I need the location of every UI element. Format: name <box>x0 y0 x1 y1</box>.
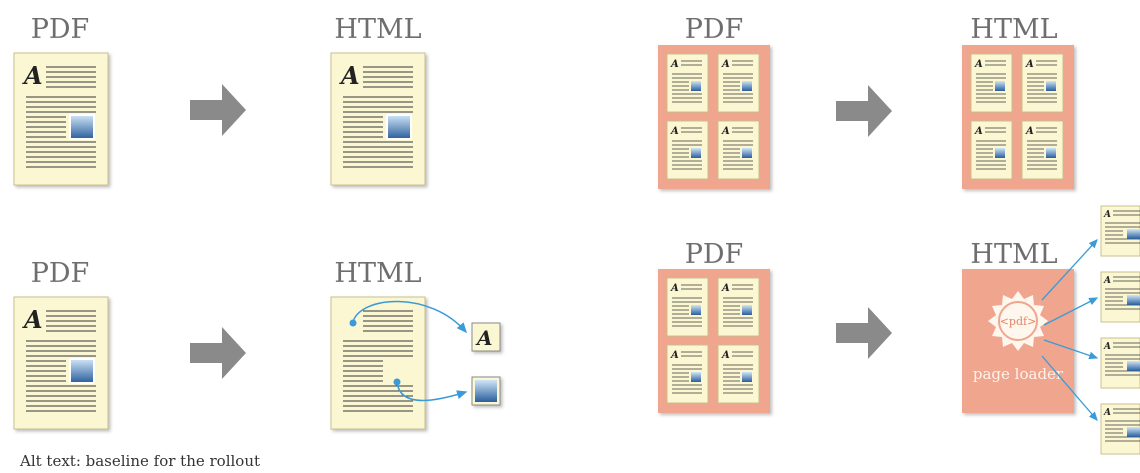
image-icon <box>995 81 1005 91</box>
pdf-document-frame: A A A A <box>658 45 770 189</box>
svg-text:A: A <box>1103 342 1111 352</box>
mini-page: A <box>666 120 709 180</box>
pdf-document-frame: A A A A <box>658 269 770 413</box>
image-icon <box>995 148 1005 158</box>
loader-arrows <box>1041 239 1099 421</box>
image-icon <box>691 372 701 382</box>
svg-text:A: A <box>1103 276 1111 286</box>
svg-text:A: A <box>1103 210 1111 220</box>
arrow-right-icon <box>836 85 892 137</box>
mini-page: A <box>717 53 760 113</box>
svg-text:A: A <box>721 283 730 294</box>
page-loader-label: page loader <box>973 365 1064 383</box>
mini-page: A <box>1021 120 1064 180</box>
svg-text:A: A <box>721 59 730 70</box>
pdf-label: PDF <box>31 14 90 45</box>
image-extract-arrow <box>396 381 468 402</box>
image-icon <box>69 114 95 140</box>
image-icon <box>1127 229 1140 239</box>
image-icon <box>742 372 752 382</box>
mini-page: A <box>1021 53 1064 113</box>
image-icon <box>742 305 752 315</box>
arrow-right-icon <box>190 327 246 379</box>
mini-page: A <box>717 277 760 337</box>
output-page-thumb: A <box>1100 205 1140 257</box>
glyph-a-icon: A <box>22 305 43 334</box>
glyph-a-icon: A <box>22 61 43 90</box>
pdf-label: PDF <box>31 258 90 289</box>
image-icon <box>1127 427 1140 437</box>
mini-page: A <box>970 120 1013 180</box>
pdf-page: A <box>13 296 109 430</box>
pdf-page: A <box>13 52 109 186</box>
page-loader-box: <pdf> page loader <box>962 269 1074 413</box>
svg-text:A: A <box>974 59 983 70</box>
image-icon <box>742 148 752 158</box>
html-label: HTML <box>970 239 1057 270</box>
svg-text:A: A <box>1025 59 1034 70</box>
svg-text:A: A <box>670 283 679 294</box>
mini-page: A <box>717 344 760 404</box>
image-icon <box>691 81 701 91</box>
svg-text:A: A <box>1103 408 1111 418</box>
mini-page: A <box>666 277 709 337</box>
svg-text:A: A <box>670 59 679 70</box>
pdf-badge-label: <pdf> <box>1000 315 1037 328</box>
mini-page: A <box>666 344 709 404</box>
pdf-label: PDF <box>685 239 744 270</box>
html-page: A <box>330 52 426 186</box>
image-icon <box>691 305 701 315</box>
mini-page: A <box>666 53 709 113</box>
image-icon <box>1046 81 1056 91</box>
glyph-anchor-dot <box>349 319 357 327</box>
html-label: HTML <box>334 14 421 45</box>
svg-text:A: A <box>670 126 679 137</box>
svg-text:A: A <box>974 126 983 137</box>
pdf-label: PDF <box>685 14 744 45</box>
svg-text:A: A <box>670 350 679 361</box>
image-icon <box>69 358 95 384</box>
image-icon <box>1127 361 1140 371</box>
image-icon <box>742 81 752 91</box>
extracted-font-tile: A <box>471 322 501 352</box>
html-page-text-only <box>330 296 426 430</box>
svg-text:A: A <box>721 350 730 361</box>
svg-text:A: A <box>721 126 730 137</box>
arrow-right-icon <box>836 307 892 359</box>
html-document-frame: A A A A <box>962 45 1074 189</box>
output-page-thumb: A <box>1100 337 1140 389</box>
html-label: HTML <box>970 14 1057 45</box>
svg-text:A: A <box>1025 126 1034 137</box>
extracted-image-tile <box>471 376 501 406</box>
glyph-a-icon: A <box>339 61 360 90</box>
image-icon <box>691 148 701 158</box>
arrow-right-icon <box>190 84 246 136</box>
image-icon <box>1127 295 1140 305</box>
html-label: HTML <box>334 258 421 289</box>
mini-page: A <box>717 120 760 180</box>
image-icon <box>386 114 412 140</box>
gear-badge-icon: <pdf> <box>988 291 1048 351</box>
glyph-extract-arrow <box>352 300 467 334</box>
image-icon <box>1046 148 1056 158</box>
output-page-thumb: A <box>1100 271 1140 323</box>
footnote: Alt text: baseline for the rollout <box>19 452 260 470</box>
output-page-thumb: A <box>1100 403 1140 455</box>
mini-page: A <box>970 53 1013 113</box>
glyph-a-icon: A <box>475 326 493 350</box>
image-icon <box>475 380 497 402</box>
